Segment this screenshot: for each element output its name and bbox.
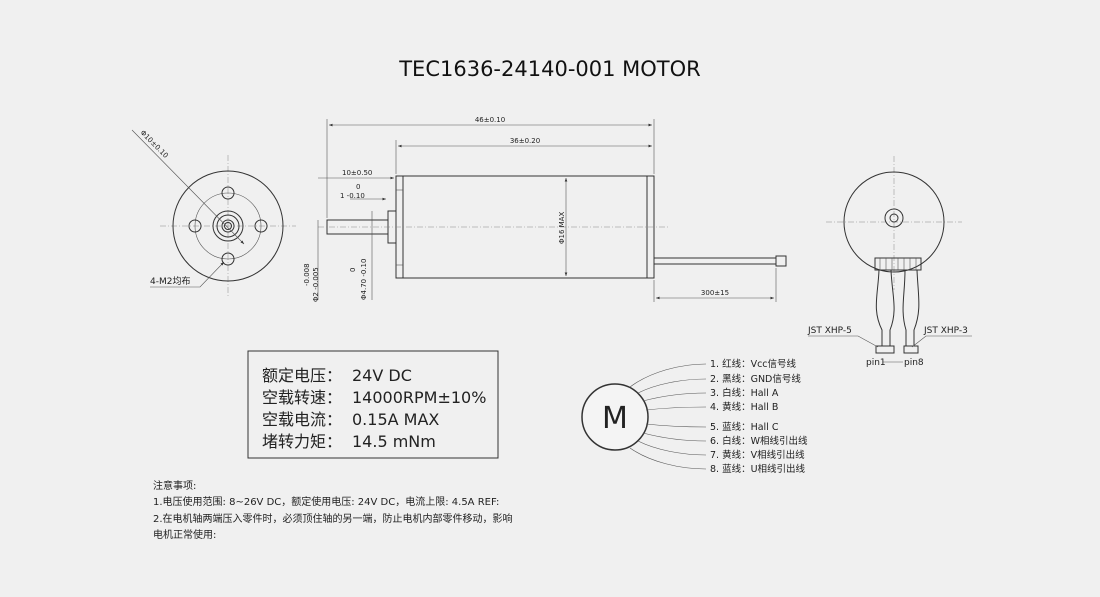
- spec-value-torque: 14.5 mNm: [352, 432, 436, 451]
- pin1-label: pin1: [866, 358, 886, 368]
- mount-hole: [188, 186, 268, 266]
- spec-label-voltage: 额定电压：: [262, 366, 342, 385]
- spec-label-torque: 堵转力矩：: [262, 432, 342, 451]
- wire-2-label: 2. 黑线：GND信号线: [710, 373, 801, 385]
- shaft-dia-label: Φ2 -0.005: [312, 267, 320, 302]
- motor-symbol: [581, 383, 649, 451]
- notes: 注意事项: 1.电压使用范围: 8~26V DC，额定使用电压: 24V DC，…: [153, 479, 513, 541]
- rear-view: JST XHP-5 JST XHP-3 pin1 pin8: [807, 156, 972, 368]
- dim-boss-tol-top: 0: [356, 183, 360, 191]
- wire-1-label: 1. 红线：Vcc信号线: [710, 358, 797, 370]
- boss-dia-label: Φ4.70 -0.10: [360, 259, 368, 300]
- notes-heading: 注意事项:: [153, 479, 196, 492]
- dim-cable-length: 300±15: [701, 289, 729, 297]
- connector-right-label: JST XHP-3: [923, 326, 968, 336]
- connector-xhp3: [903, 345, 919, 354]
- holes-label: 4-M2均布: [150, 275, 190, 287]
- rear-body-outline: [843, 171, 945, 273]
- wire-6-label: 6. 白线：W相线引出线: [710, 435, 808, 447]
- wire-5-label: 5. 蓝线：Hall C: [710, 421, 779, 433]
- motor-symbol-letter: M: [602, 401, 628, 436]
- front-body-outline: [172, 170, 284, 282]
- wiring-diagram: M 1. 红线：Vcc信号线 2. 黑线：GND信号线 3. 白线：Hall A…: [581, 358, 808, 475]
- wire-7-label: 7. 黄线：V相线引出线: [710, 449, 805, 461]
- spec-label-speed: 空载转速：: [262, 388, 342, 407]
- spec-value-voltage: 24V DC: [352, 366, 412, 385]
- dim-boss-tol-bottom: 1 -0.10: [340, 192, 365, 200]
- side-view: 46±0.10 36±0.20 10±0.50 0 1 -0.10 -0.008…: [303, 116, 787, 302]
- spec-value-current: 0.15A MAX: [352, 410, 439, 429]
- spec-value-speed: 14000RPM±10%: [352, 388, 486, 407]
- spec-box: 额定电压： 24V DC 空载转速： 14000RPM±10% 空载电流： 0.…: [247, 350, 499, 459]
- connector-left-label: JST XHP-5: [807, 326, 852, 336]
- pin8-label: pin8: [904, 358, 924, 368]
- connector-xhp5: [875, 345, 895, 354]
- note-line-1: 1.电压使用范围: 8~26V DC，额定使用电压: 24V DC，电流上限: …: [153, 495, 499, 508]
- drawing-title: TEC1636-24140-001 MOTOR: [398, 57, 701, 81]
- dim-body-length: 36±0.20: [510, 137, 540, 145]
- boss-dia-tol: 0: [349, 268, 357, 272]
- shaft-dia-tol: -0.008: [303, 263, 311, 286]
- body-dia-label: Φ16 MAX: [558, 212, 566, 244]
- dim-shaft-length: 10±0.50: [342, 169, 372, 177]
- front-dia-label: Φ10±0.10: [139, 129, 170, 160]
- dim-total-length: 46±0.10: [475, 116, 505, 124]
- note-line-2: 2.在电机轴两端压入零件时，必须顶住轴的另一端，防止电机内部零件移动，影响: [153, 512, 513, 525]
- note-line-3: 电机正常使用:: [153, 528, 216, 541]
- wire-3-label: 3. 白线：Hall A: [710, 387, 779, 399]
- wire-4-label: 4. 黄线：Hall B: [710, 401, 778, 413]
- front-view: Φ10±0.10 4-M2均布: [131, 129, 296, 298]
- spec-label-current: 空载电流：: [262, 410, 342, 429]
- wire-8-label: 8. 蓝线：U相线引出线: [710, 463, 806, 475]
